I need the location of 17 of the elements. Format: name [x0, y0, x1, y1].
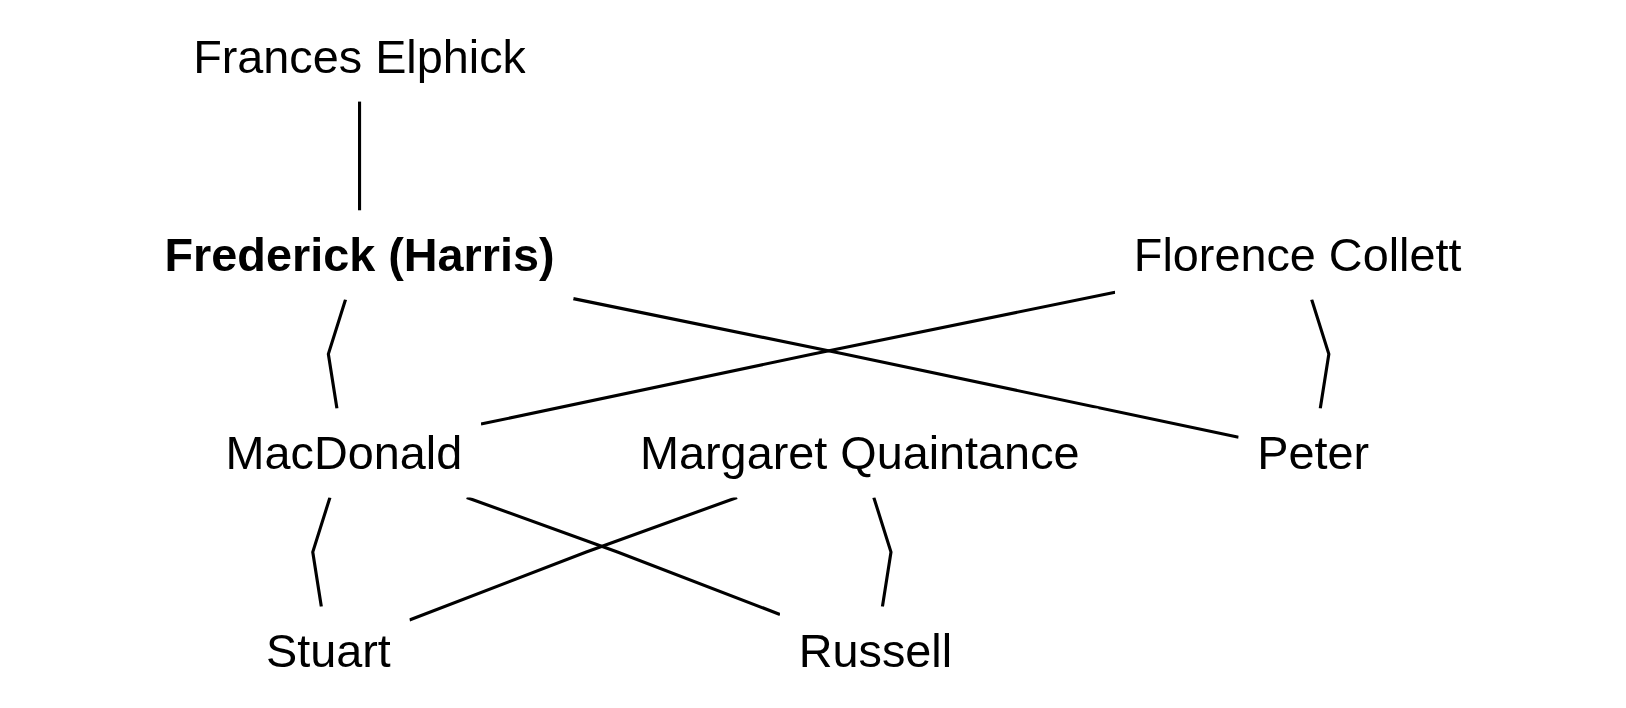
node-text: Margaret Quaintance [640, 427, 1080, 479]
connector [466, 496, 781, 616]
node-text: Frederick (Harris) [164, 229, 555, 281]
node-text: Russell [798, 625, 953, 677]
node-text: MacDonald [225, 427, 463, 479]
node-text: Peter [1257, 427, 1370, 479]
connector [408, 496, 738, 622]
node-text: Frances Elphick [193, 31, 526, 83]
connector [480, 290, 1116, 426]
connector [311, 497, 332, 607]
node-text: Stuart [265, 625, 391, 677]
connector [572, 297, 1239, 439]
connector [1310, 298, 1331, 409]
node-text: Florence Collett [1133, 229, 1462, 281]
connector [358, 101, 362, 211]
connector [326, 298, 348, 409]
connector [872, 497, 893, 607]
